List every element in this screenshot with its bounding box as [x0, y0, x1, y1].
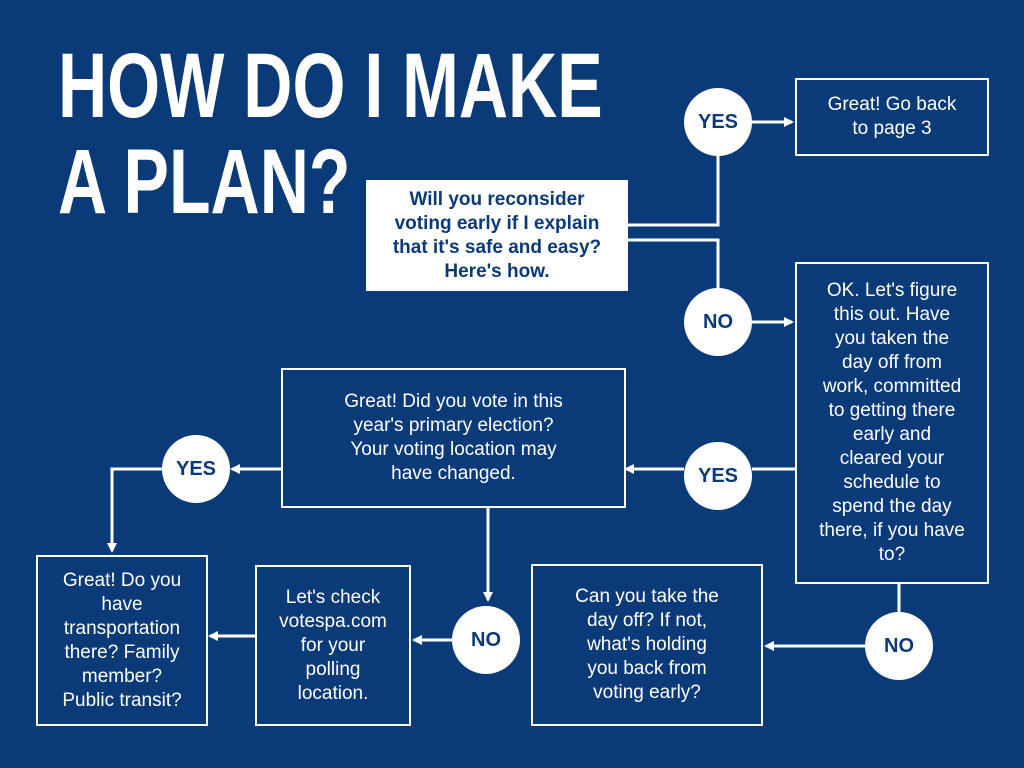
node-reconsider-text: Will you reconsider voting early if I ex… — [392, 188, 602, 282]
page-title-line-1: HOW DO I MAKE — [58, 35, 603, 137]
answer-yes-page3: YES — [684, 88, 752, 156]
node-primary: Great! Did you vote in this year's prima… — [281, 368, 626, 508]
connector-reconsider-no — [627, 238, 720, 290]
answer-yes-transport: YES — [162, 435, 230, 503]
node-reconsider: Will you reconsider voting early if I ex… — [366, 180, 628, 291]
page-title-line-2: A PLAN? — [58, 131, 351, 233]
connector-reconsider-yes — [627, 155, 720, 227]
answer-no-day-off: NO — [865, 612, 933, 680]
node-page3-text: Great! Go back to page 3 — [827, 94, 957, 139]
answer-yes-primary: YES — [684, 442, 752, 510]
node-transport-text: Great! Do you have transportation there?… — [62, 569, 182, 711]
node-figure-out-text: OK. Let's figure this out. Have you take… — [819, 280, 965, 565]
answer-no-figure-out: NO — [684, 288, 752, 356]
node-votespa-text: Let's check votespa.com for your polling… — [279, 586, 387, 704]
node-figure-out: OK. Let's figure this out. Have you take… — [795, 262, 989, 584]
node-transport: Great! Do you have transportation there?… — [36, 555, 208, 726]
node-votespa: Let's check votespa.com for your polling… — [255, 565, 411, 726]
node-primary-text: Great! Did you vote in this year's prima… — [344, 391, 563, 484]
answer-no-votespa: NO — [452, 606, 520, 674]
node-page3: Great! Go back to page 3 — [795, 78, 989, 156]
node-day-off: Can you take the day off? If not, what's… — [531, 564, 763, 726]
node-day-off-text: Can you take the day off? If not, what's… — [575, 586, 719, 703]
arrow-yes-to-transport — [107, 467, 162, 553]
